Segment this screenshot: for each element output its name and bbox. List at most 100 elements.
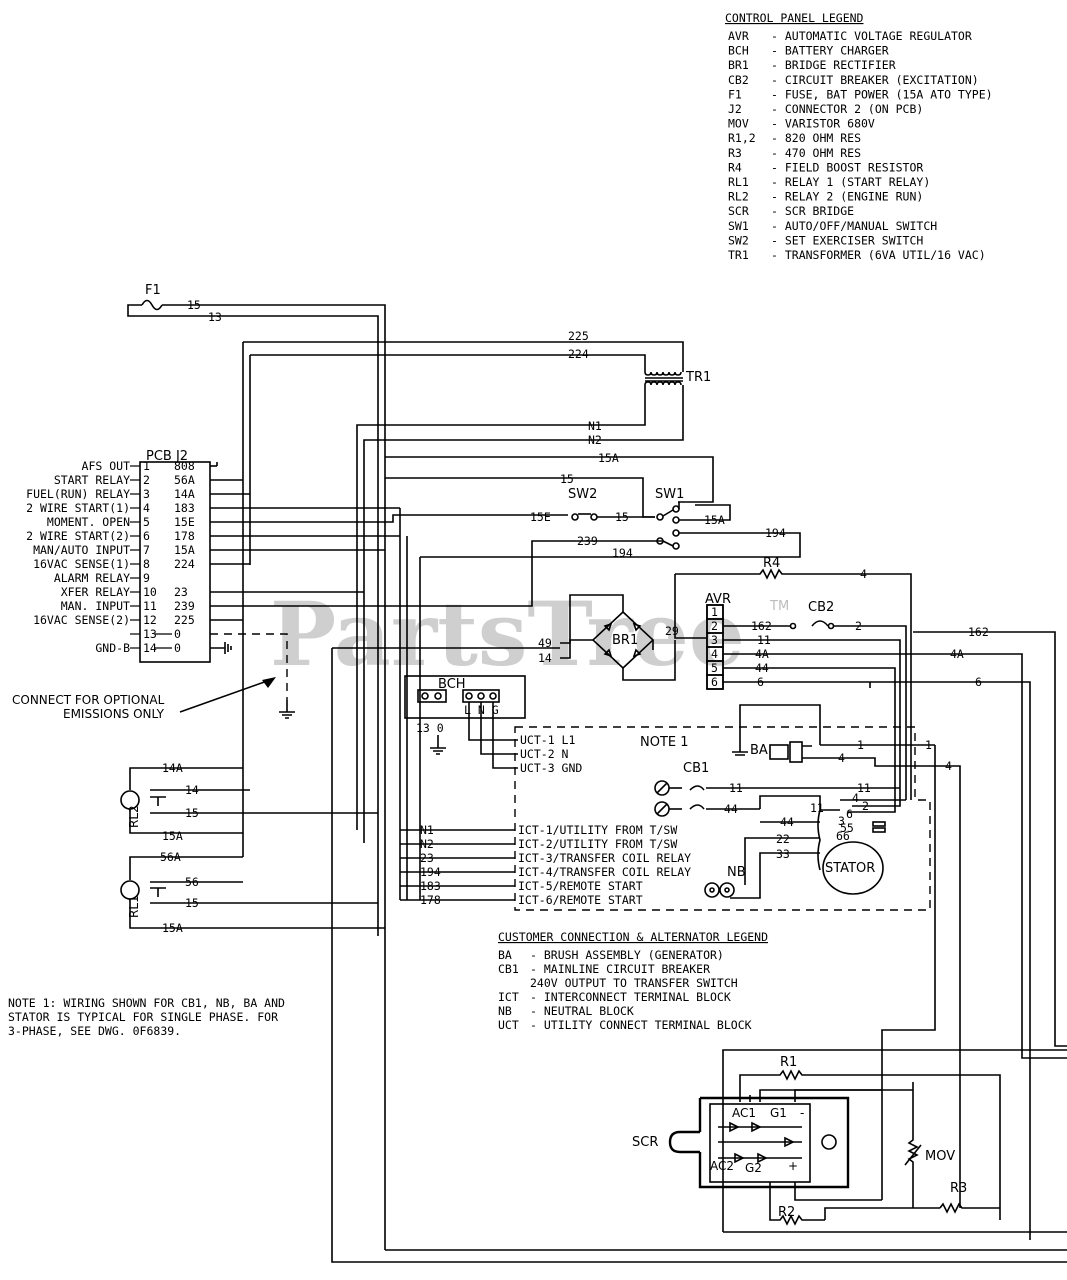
pcb-pin-wire: 15E (174, 515, 195, 529)
relay-rl1: RL1 56A 56 15 15A (120, 850, 385, 935)
svg-text:EMISSIONS ONLY: EMISSIONS ONLY (63, 707, 165, 721)
legend-desc: - RELAY 2 (ENGINE RUN) (771, 190, 923, 204)
svg-text:13: 13 (208, 310, 222, 324)
svg-text:AC2: AC2 (710, 1159, 734, 1173)
pcb-pin-number: 13 (143, 627, 157, 641)
tr1-label: TR1 (685, 370, 711, 385)
svg-text:STATOR IS TYPICAL FOR SINGLE P: STATOR IS TYPICAL FOR SINGLE PHASE. FOR (8, 1010, 278, 1024)
neutral-block-nb: NB (704, 865, 746, 898)
svg-text:44: 44 (755, 661, 769, 675)
legend-code: SCR (728, 204, 749, 218)
pcb-pin-label: 2 WIRE START(1) (26, 501, 130, 515)
legend-desc: - TRANSFORMER (6VA UTIL/16 VAC) (771, 248, 986, 262)
sw1-label: SW1 (655, 487, 684, 502)
legend-desc: - SET EXERCISER SWITCH (771, 233, 923, 247)
pcb-pin-number: 9 (143, 571, 150, 585)
customer-legend-code: BA (498, 948, 512, 962)
legend-code: R3 (728, 146, 742, 160)
stator: 4 2 6 44 11 3 55 66 STATOR 22 33 (730, 790, 906, 899)
legend-code: R4 (728, 160, 742, 174)
pcb-pin-number: 11 (143, 599, 157, 613)
note-text: NOTE 1: WIRING SHOWN FOR CB1, NB, BA AND… (8, 996, 285, 1038)
svg-text:225: 225 (568, 329, 589, 343)
customer-legend-desc: - MAINLINE CIRCUIT BREAKER (530, 962, 710, 976)
r4-label: R4 (763, 556, 780, 571)
legend-desc: - AUTOMATIC VOLTAGE REGULATOR (771, 29, 972, 43)
pcb-pin-label: MAN/AUTO INPUT (33, 543, 130, 557)
pcb-pin-wire: 178 (174, 529, 195, 543)
uct-terminal: UCT-3 GND (520, 761, 582, 775)
avr-label: AVR (705, 592, 731, 607)
legend-code: RL2 (728, 190, 749, 204)
svg-text:15A: 15A (162, 829, 183, 843)
svg-text:11: 11 (729, 781, 743, 795)
pcb-pin-wire: 239 (174, 599, 195, 613)
svg-text:4A: 4A (755, 647, 769, 661)
customer-legend-desc: 240V OUTPUT TO TRANSFER SWITCH (530, 976, 738, 990)
svg-text:22: 22 (776, 832, 790, 846)
uct-terminal: UCT-2 N (520, 747, 569, 761)
ict-terminal: ICT-5/REMOTE START (518, 879, 643, 893)
svg-text:+: + (788, 1159, 798, 1173)
customer-legend-desc: - UTILITY CONNECT TERMINAL BLOCK (530, 1018, 752, 1032)
pcb-j2-title: PCB J2 (146, 449, 188, 464)
watermark: PartsTree (270, 582, 745, 686)
svg-text:66: 66 (836, 829, 850, 843)
svg-text:11: 11 (810, 801, 824, 815)
pcb-pin-label: 2 WIRE START(2) (26, 529, 130, 543)
scr-label: SCR (632, 1135, 658, 1150)
pcb-pin-number: 6 (143, 529, 150, 543)
svg-text:44: 44 (724, 802, 738, 816)
watermark-tm: TM (769, 599, 789, 614)
svg-text:13 0: 13 0 (416, 721, 444, 735)
svg-text:56A: 56A (160, 850, 181, 864)
pcb-pin-label: MOMENT. OPEN (47, 515, 130, 529)
pcb-pin-label: START RELAY (54, 473, 130, 487)
svg-text:15: 15 (185, 896, 199, 910)
pcb-pin-number: 8 (143, 557, 150, 571)
pcb-pin-wire: 224 (174, 557, 195, 571)
svg-text:11: 11 (857, 781, 871, 795)
svg-text:4: 4 (838, 751, 845, 765)
pcb-pin-wire: 0 (174, 627, 181, 641)
customer-legend-desc: - INTERCONNECT TERMINAL BLOCK (530, 990, 731, 1004)
svg-text:29: 29 (665, 624, 679, 638)
svg-text:56: 56 (185, 875, 199, 889)
svg-text:NOTE 1: WIRING SHOWN FOR CB1,: NOTE 1: WIRING SHOWN FOR CB1, NB, BA AND (8, 996, 285, 1010)
avr-pin: 5 (711, 661, 718, 675)
r3-label: R3 (950, 1181, 967, 1196)
optional-emissions-note: CONNECT FOR OPTIONAL EMISSIONS ONLY (12, 677, 276, 721)
r1-label: R1 (780, 1055, 797, 1070)
svg-text:15A: 15A (162, 921, 183, 935)
scr-bridge: R1 MOV R2 R3 SCR AC1 G1 AC2 G2 + - (632, 1049, 1067, 1233)
svg-text:G2: G2 (745, 1161, 762, 1175)
svg-text:239: 239 (577, 534, 598, 548)
pcb-pin-label: MAN. INPUT (61, 599, 130, 613)
legend-code: SW2 (728, 233, 749, 247)
svg-text:2: 2 (862, 799, 869, 813)
legend-code: CB2 (728, 73, 749, 87)
legend-code: J2 (728, 102, 742, 116)
legend-code: R1,2 (728, 131, 756, 145)
customer-legend-desc: - BRUSH ASSEMBLY (GENERATOR) (530, 948, 724, 962)
svg-text:4: 4 (860, 567, 867, 581)
br1-label: BR1 (612, 633, 638, 648)
legend-desc: - FUSE, BAT POWER (15A ATO TYPE) (771, 87, 993, 101)
pcb-pin-wire: 183 (174, 501, 195, 515)
svg-text:CONNECT FOR OPTIONAL: CONNECT FOR OPTIONAL (12, 693, 165, 707)
svg-text:15: 15 (560, 472, 574, 486)
legend-code: BR1 (728, 58, 749, 72)
legend-code: F1 (728, 87, 742, 101)
legend-desc: - CONNECTOR 2 (ON PCB) (771, 102, 923, 116)
control-legend-title: CONTROL PANEL LEGEND (725, 11, 864, 25)
pcb-pin-label: AFS OUT (82, 459, 131, 473)
legend-desc: - 470 OHM RES (771, 146, 861, 160)
svg-text:14: 14 (185, 783, 199, 797)
pcb-pin-number: 5 (143, 515, 150, 529)
note1-label: NOTE 1 (640, 735, 689, 750)
pcb-pin-number: 2 (143, 473, 150, 487)
svg-text:N2: N2 (588, 433, 602, 447)
pcb-pin-wire: 15A (174, 543, 195, 557)
customer-legend-code: NB (498, 1004, 512, 1018)
